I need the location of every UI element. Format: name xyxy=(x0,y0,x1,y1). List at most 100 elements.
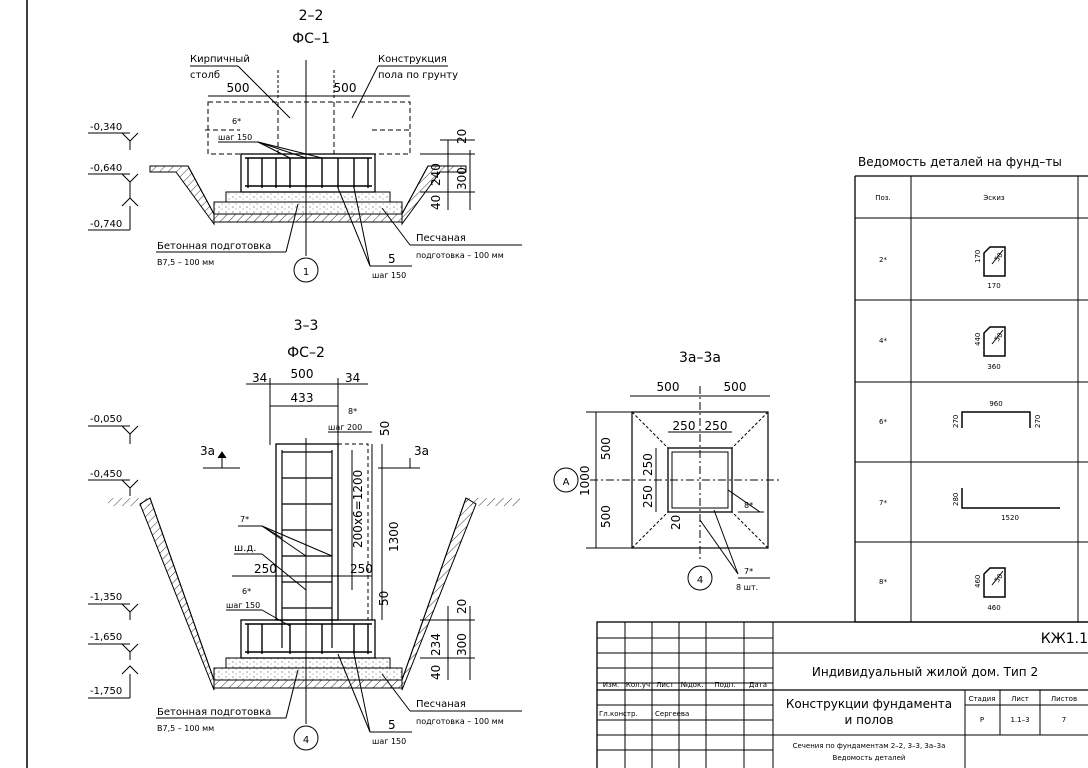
axis-marker-b: 4 xyxy=(303,735,309,746)
dim-500-left: 500 xyxy=(227,81,250,95)
label-floor-structure-2: пола по грунту xyxy=(378,70,458,81)
dim-433: 433 xyxy=(291,391,314,405)
dim-300-b: 300 xyxy=(455,633,469,656)
label-concrete-spec-b: В7,5 – 100 мм xyxy=(157,724,214,733)
row-pos: 7* xyxy=(879,499,887,507)
dim-34-left: 34 xyxy=(252,371,267,385)
hdr-data: Дата xyxy=(749,681,767,689)
label-shd: ш.д. xyxy=(234,543,256,554)
dim-50-mid: 50 xyxy=(377,591,391,606)
section-2-2-subtitle: ФС–1 xyxy=(292,31,330,47)
sheet-title-1: Конструкции фундамента xyxy=(786,697,952,711)
rebar-8-label: 8* xyxy=(348,407,357,416)
shape-dim-a: 440 xyxy=(974,333,982,346)
hdr-doc: №док. xyxy=(681,681,704,689)
label-floor-structure: Конструкция xyxy=(378,54,447,65)
hdr-list: Лист xyxy=(656,681,674,689)
rebar-7-label: 7* xyxy=(240,515,249,524)
dim-1300: 1300 xyxy=(387,521,401,552)
col-sketch: Эскиз xyxy=(983,194,1005,202)
label-sand-spec-b: подготовка – 100 мм xyxy=(416,717,504,726)
desc-1: Сечения по фундаментам 2–2, 3–3, 3а–3а xyxy=(793,742,946,750)
shape-dim-c: 50 xyxy=(993,251,1005,263)
section-2-2-title: 2–2 xyxy=(299,8,324,24)
dim-500-b: 500 xyxy=(724,380,747,394)
section-3a-3a: 3а–3а 500 500 250 250 500 500 1000 250 2… xyxy=(553,350,780,592)
shape-dim-b: 1520 xyxy=(1001,514,1019,522)
section-3a-title: 3а–3а xyxy=(679,350,721,366)
dim-500: 500 xyxy=(291,367,314,381)
col-pos: Поз. xyxy=(875,194,891,202)
level-3-3: -1,350 xyxy=(90,592,122,603)
step-150-label-b: шаг 150 xyxy=(226,601,260,610)
dim-250-right: 250 xyxy=(350,562,373,576)
dim-300: 300 xyxy=(455,167,469,190)
section-2-2: 2–2 ФС–1 Кирпичный столб Конструкция пол… xyxy=(88,8,522,283)
dim-250-d: 250 xyxy=(641,485,655,508)
label-concrete-prep-b: Бетонная подготовка xyxy=(157,707,271,718)
shape-dim-b: 460 xyxy=(987,604,1000,612)
dim-200x6: 200х6=1200 xyxy=(351,470,365,548)
dim-40: 40 xyxy=(429,195,443,210)
dim-20-b: 20 xyxy=(455,599,469,614)
row-pos: 8* xyxy=(879,578,887,586)
dim-250-a: 250 xyxy=(673,419,696,433)
dim-250-c: 250 xyxy=(641,453,655,476)
level-3-5: -1,750 xyxy=(90,686,122,697)
rebar-5-label: 5 xyxy=(388,252,396,266)
axis-4-marker: 4 xyxy=(697,575,703,586)
level-3-4: -1,650 xyxy=(90,632,122,643)
step-150-label: шаг 150 xyxy=(218,133,252,142)
dim-500-a: 500 xyxy=(657,380,680,394)
shape-dim-b: 360 xyxy=(987,363,1000,371)
rebar-7-label-b: 7* xyxy=(744,567,753,576)
shape-dim-c: 270 xyxy=(1034,415,1042,428)
dim-20: 20 xyxy=(455,129,469,144)
level-3: -0,740 xyxy=(90,219,122,230)
project-name: Индивидуальный жилой дом. Тип 2 xyxy=(812,665,1038,679)
parts-schedule: Ведомость деталей на фунд–ты Поз. Эскиз … xyxy=(854,155,1088,623)
section-3-3-title: 3–3 xyxy=(294,318,319,334)
rebar-5-label-b: 5 xyxy=(388,718,396,732)
sheet-title-2: и полов xyxy=(845,713,894,727)
hdr-izm: Изм. xyxy=(603,681,619,689)
step-200-label: шаг 200 xyxy=(328,423,362,432)
dim-500-right: 500 xyxy=(334,81,357,95)
dim-250-b: 250 xyxy=(705,419,728,433)
label-sand-prep-b: Песчаная xyxy=(416,699,466,710)
hdr-sheet: Лист xyxy=(1011,695,1029,703)
stage-value: Р xyxy=(980,716,984,724)
shape-dim-a: 170 xyxy=(974,250,982,263)
section-3-3: 3–3 ФС–2 34 500 34 433 8* шаг 200 50 3а … xyxy=(88,318,522,751)
hdr-sheets: Листов xyxy=(1051,695,1077,703)
title-block: КЖ1.1 Индивидуальный жилой дом. Тип 2 Из… xyxy=(596,621,1088,768)
dim-40-b: 40 xyxy=(429,665,443,680)
label-concrete-prep: Бетонная подготовка xyxy=(157,241,271,252)
schedule-title: Ведомость деталей на фунд–ты xyxy=(858,155,1062,169)
shape-dim-b: 270 xyxy=(952,415,960,428)
hdr-stage: Стадия xyxy=(969,695,996,703)
shape-dim-c: 50 xyxy=(993,572,1005,584)
dim-234: 234 xyxy=(429,633,443,656)
dim-240: 240 xyxy=(429,163,443,186)
label-sand-prep: Песчаная xyxy=(416,233,466,244)
dim-500-c: 500 xyxy=(599,437,613,460)
shape-dim-c: 50 xyxy=(993,331,1005,343)
row-pos: 4* xyxy=(879,337,887,345)
rebar-8-label-b: 8* xyxy=(744,501,753,510)
shape-dim-a: 960 xyxy=(989,400,1002,408)
hdr-podp: Подп. xyxy=(714,681,735,689)
cut-label-left: 3а xyxy=(200,444,215,458)
dim-250-left: 250 xyxy=(254,562,277,576)
sheet-value: 1.1–3 xyxy=(1010,716,1029,724)
axis-a-marker: А xyxy=(563,477,570,488)
level-3-2: -0,450 xyxy=(90,469,122,480)
level-1: -0,340 xyxy=(90,122,122,133)
rebar-6-label: 6* xyxy=(232,117,241,126)
label-sand-spec: подготовка – 100 мм xyxy=(416,251,504,260)
step-150-bottom-b: шаг 150 xyxy=(372,737,406,746)
label-brick-column: Кирпичный xyxy=(190,54,250,65)
label-concrete-spec: В7,5 – 100 мм xyxy=(157,258,214,267)
dim-500-d: 500 xyxy=(599,505,613,528)
